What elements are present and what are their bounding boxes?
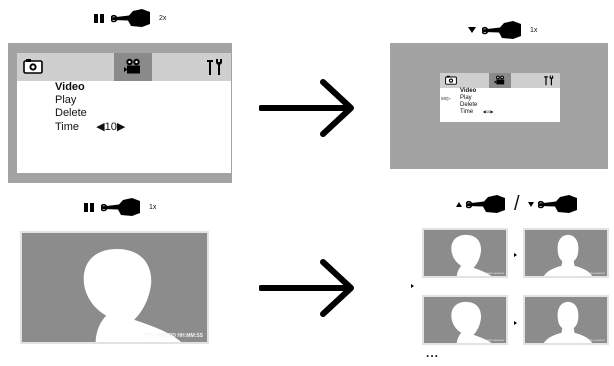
down-button-icon <box>527 201 534 207</box>
menu-tab-bar <box>17 53 231 81</box>
video-camera-tab-icon <box>494 75 506 86</box>
more-indicator: ... <box>426 346 440 360</box>
pointing-hand-icon <box>466 194 506 214</box>
next-pointer-icon <box>411 284 414 288</box>
decrease-arrow-icon[interactable]: ◀ <box>96 121 105 133</box>
timestamp-overlay: YYYY/MM/DD HH:MM:SS <box>581 273 605 275</box>
playback-thumbnail[interactable]: YYYY/MM/DD HH:MM:SS <box>422 295 508 345</box>
increase-arrow-icon[interactable]: ▶ <box>116 121 126 133</box>
menu-item-delete[interactable]: Delete <box>55 107 87 119</box>
woman-silhouette <box>42 243 192 344</box>
menu-item-play[interactable]: Play <box>55 94 77 106</box>
menu-item-video[interactable]: Video <box>460 88 477 94</box>
step3-hint: 1x <box>84 197 156 217</box>
man-silhouette <box>535 232 601 278</box>
right-arrow-icon <box>259 258 359 318</box>
woman-silhouette <box>433 299 499 345</box>
down-button-icon <box>468 27 476 33</box>
step1-hint: 2x <box>94 8 166 28</box>
menu-row-marker: ≡≡▷ <box>441 96 451 102</box>
right-arrow-icon <box>259 78 359 138</box>
pointing-hand-icon <box>101 197 141 217</box>
press-count: 2x <box>159 14 167 22</box>
step4-hint: / <box>456 194 578 214</box>
video-tab-selected[interactable] <box>114 53 152 81</box>
timestamp-overlay: YYYY/MM/DD HH:MM:SS <box>581 340 605 342</box>
playback-thumbnail[interactable]: YYYY/MM/DD HH:MM:SS <box>523 228 609 278</box>
press-count: 1x <box>530 26 538 34</box>
time-value-control[interactable]: ◀10▶ <box>483 109 494 114</box>
menu-tab-bar <box>440 73 560 88</box>
time-value: 10 <box>104 121 117 133</box>
menu-item-delete[interactable]: Delete <box>460 102 478 108</box>
increase-arrow-icon[interactable]: ▶ <box>490 109 494 114</box>
time-value: 10 <box>485 109 491 114</box>
or-separator: / <box>514 193 520 215</box>
video-camera-tab-icon <box>123 58 143 76</box>
time-value-control[interactable]: ◀10▶ <box>96 121 125 133</box>
pointing-hand-icon <box>111 8 151 28</box>
menu-item-video[interactable]: Video <box>55 81 85 93</box>
camera-menu-screen-small: ≡≡▷ Video Play Delete Time ◀10▶ <box>390 43 608 169</box>
pointing-hand-icon <box>482 20 522 40</box>
timestamp-overlay: YYYY/MM/DD HH:MM:SS <box>480 340 504 342</box>
decrease-arrow-icon[interactable]: ◀ <box>482 109 486 114</box>
camera-tab-icon[interactable] <box>445 75 457 85</box>
pause-icon <box>84 202 95 212</box>
playback-thumbnail[interactable]: YYYY/MM/DD HH:MM:SS <box>422 228 508 278</box>
step2-hint: 1x <box>468 20 537 40</box>
video-tab-selected[interactable] <box>489 73 511 88</box>
time-label: Time <box>55 121 80 133</box>
tools-tab-icon[interactable] <box>543 75 555 86</box>
press-count: 1x <box>149 203 157 211</box>
woman-silhouette <box>433 232 499 278</box>
up-button-icon <box>456 201 462 207</box>
menu-item-time[interactable]: Time ◀10▶ <box>55 120 125 133</box>
next-pointer-icon <box>514 321 517 325</box>
menu-list: Video Play Delete Time ◀10▶ <box>17 81 231 173</box>
camera-menu-screen: Video Play Delete Time ◀10▶ <box>8 43 232 183</box>
timestamp-overlay: YYYY/MM/DD HH:MM:SS <box>144 333 203 339</box>
tools-tab-icon[interactable] <box>205 58 225 76</box>
video-playback-screen: YYYY/MM/DD HH:MM:SS <box>20 231 209 344</box>
timestamp-overlay: YYYY/MM/DD HH:MM:SS <box>480 273 504 275</box>
playback-thumbnail[interactable]: YYYY/MM/DD HH:MM:SS <box>523 295 609 345</box>
pointing-hand-icon <box>538 194 578 214</box>
camera-tab-icon[interactable] <box>23 58 43 74</box>
next-pointer-icon <box>514 253 517 257</box>
time-label: Time <box>460 109 474 115</box>
menu-list: ≡≡▷ Video Play Delete Time ◀10▶ <box>440 88 560 122</box>
menu-item-play[interactable]: Play <box>460 95 472 101</box>
man-silhouette <box>535 299 601 345</box>
menu-item-time[interactable]: Time ◀10▶ <box>460 109 493 115</box>
pause-icon <box>94 13 105 23</box>
